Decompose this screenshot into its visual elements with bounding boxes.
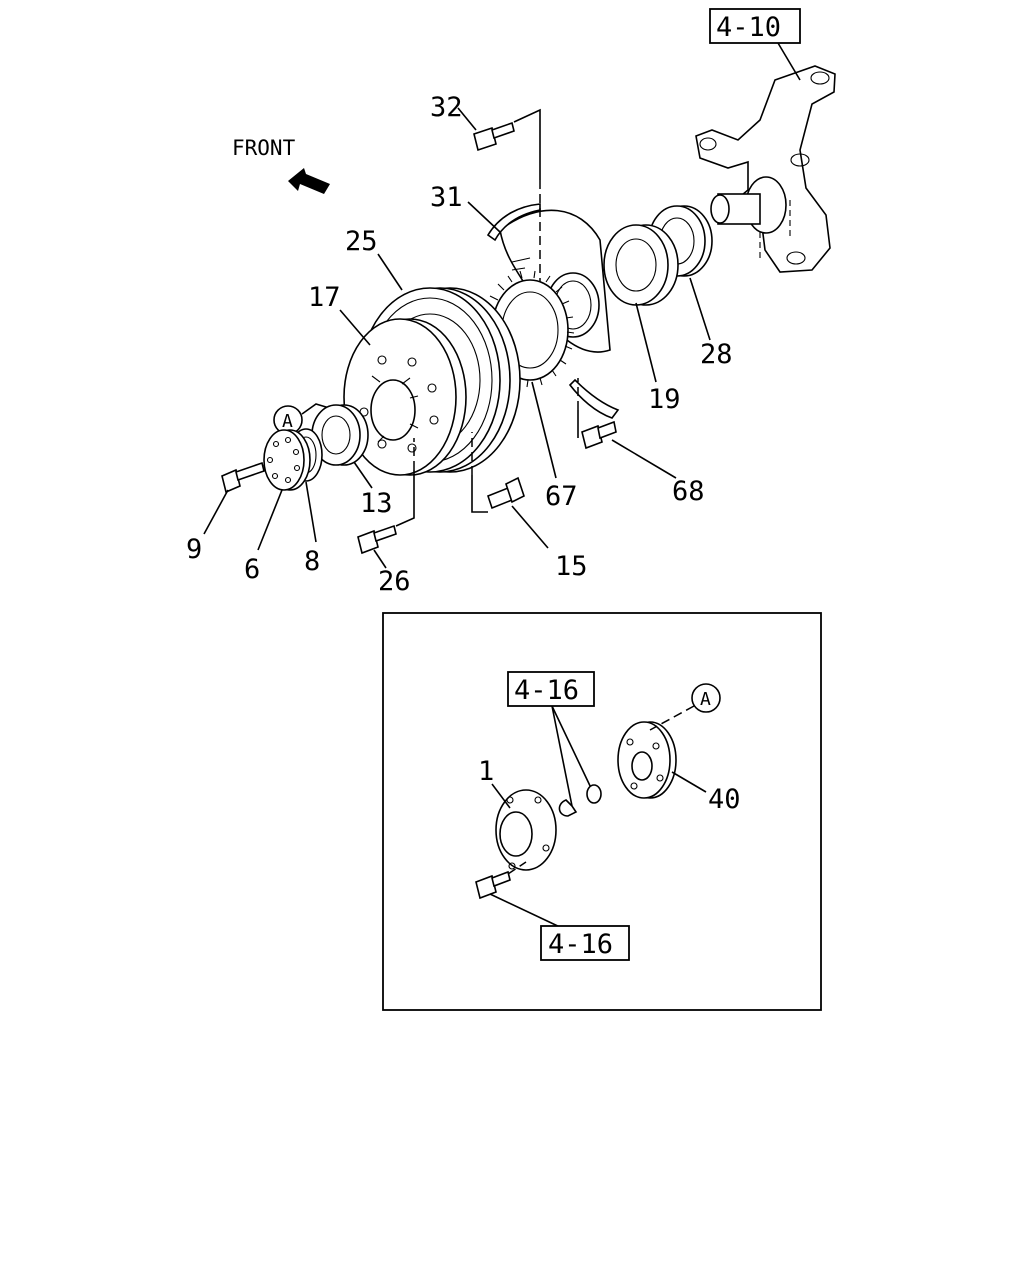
part-1: 1 xyxy=(478,756,494,787)
part-9: 9 xyxy=(186,534,202,565)
dust-shield xyxy=(486,203,620,419)
callout-a-label: A xyxy=(282,411,293,432)
bolt-9 xyxy=(221,461,265,494)
bearing-19 xyxy=(603,224,679,306)
part-68: 68 xyxy=(672,476,705,507)
wheel-hub xyxy=(343,318,467,476)
ref-knuckle: 4-10 xyxy=(716,12,781,43)
inset-callout-marker-a xyxy=(691,683,721,713)
bolt-68 xyxy=(581,420,617,450)
ref-inset-bottom: 4-16 xyxy=(548,929,613,960)
seal-13 xyxy=(311,404,369,466)
inset-callout-a-label: A xyxy=(700,689,711,710)
ref-box-knuckle xyxy=(709,8,801,44)
front-indicator: FRONT xyxy=(232,136,330,194)
front-arrow-icon xyxy=(288,168,330,194)
ref-box-inset-top xyxy=(507,671,595,707)
part-26: 26 xyxy=(378,566,411,597)
part-19: 19 xyxy=(648,384,681,415)
hub-bolt-15 xyxy=(487,476,525,510)
part-8: 8 xyxy=(304,546,320,577)
inset-flange-40 xyxy=(617,721,677,799)
part-31: 31 xyxy=(430,182,463,213)
part-28: 28 xyxy=(700,339,733,370)
ref-inset-top: 4-16 xyxy=(514,675,579,706)
ref-box-inset-bottom xyxy=(540,925,630,961)
bolt-26 xyxy=(357,524,397,555)
inset-bolt xyxy=(475,870,511,900)
part-25: 25 xyxy=(345,226,378,257)
steering-knuckle xyxy=(695,65,836,273)
part-13: 13 xyxy=(360,488,393,519)
lock-clips xyxy=(558,784,602,817)
part-40: 40 xyxy=(708,784,741,815)
inset-flange-1 xyxy=(495,789,557,871)
part-15: 15 xyxy=(555,551,588,582)
flange-6 xyxy=(263,429,311,491)
part-17: 17 xyxy=(308,282,341,313)
part-32: 32 xyxy=(430,92,463,123)
front-label: FRONT xyxy=(232,136,296,160)
part-67: 67 xyxy=(545,481,578,512)
part-6: 6 xyxy=(244,554,260,585)
bolt-32 xyxy=(473,121,515,152)
